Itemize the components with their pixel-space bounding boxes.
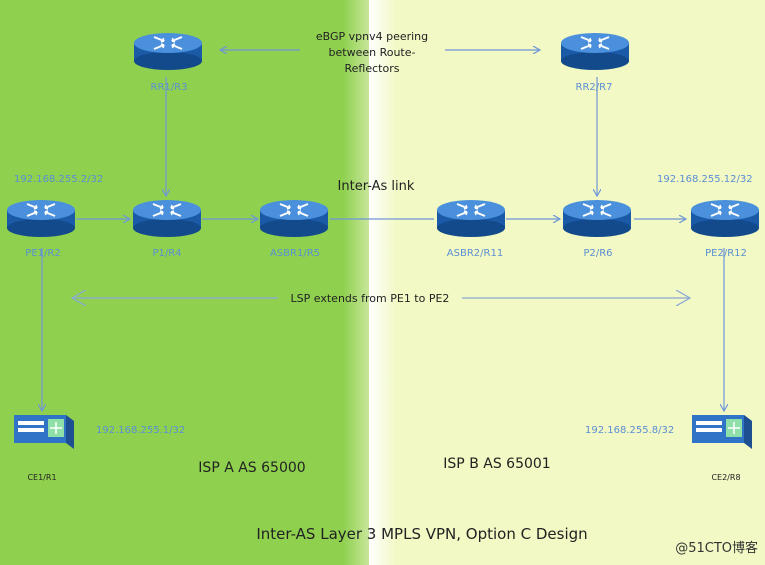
router-icon bbox=[690, 199, 760, 238]
isp-a-label: ISP A AS 65000 bbox=[198, 460, 305, 476]
node-label-p2: P2/R6 bbox=[583, 248, 612, 259]
isp-b-label: ISP B AS 65001 bbox=[443, 456, 550, 472]
ebgp-annotation-line1: eBGP vpnv4 peering bbox=[316, 30, 428, 43]
node-label-pe2: PE2/R12 bbox=[705, 248, 747, 259]
router-icon bbox=[560, 32, 630, 71]
inter-as-link-label: Inter-As link bbox=[338, 179, 415, 194]
router-icon bbox=[133, 32, 203, 71]
ip-label-pe1: 192.168.255.2/32 bbox=[14, 174, 103, 185]
router-icon bbox=[6, 199, 76, 238]
ebgp-annotation-line2: between Route- bbox=[329, 46, 416, 59]
node-label-ce1: CE1/R1 bbox=[27, 473, 56, 482]
node-label-rr1: RR1/R3 bbox=[151, 82, 188, 93]
node-label-ce2: CE2/R8 bbox=[711, 473, 740, 482]
node-label-asbr2: ASBR2/R11 bbox=[447, 248, 503, 259]
ebgp-annotation-line3: Reflectors bbox=[345, 62, 400, 75]
diagram-title: Inter-AS Layer 3 MPLS VPN, Option C Desi… bbox=[256, 525, 587, 543]
node-label-rr2: RR2/R7 bbox=[576, 82, 613, 93]
router-icon bbox=[436, 199, 506, 238]
ip-label-ce2: 192.168.255.8/32 bbox=[585, 425, 674, 436]
isp-b-region bbox=[369, 0, 765, 565]
node-label-pe1: PE1/R2 bbox=[25, 248, 60, 259]
node-label-p1: P1/R4 bbox=[152, 248, 181, 259]
isp-a-region bbox=[0, 0, 369, 565]
lsp-label: LSP extends from PE1 to PE2 bbox=[291, 292, 450, 305]
watermark: @51CTO博客 bbox=[675, 540, 758, 556]
router-icon bbox=[132, 199, 202, 238]
ip-label-ce1: 192.168.255.1/32 bbox=[96, 425, 185, 436]
node-label-asbr1: ASBR1/R5 bbox=[270, 248, 320, 259]
router-icon bbox=[259, 199, 329, 238]
router-icon bbox=[562, 199, 632, 238]
ip-label-pe2: 192.168.255.12/32 bbox=[657, 174, 753, 185]
